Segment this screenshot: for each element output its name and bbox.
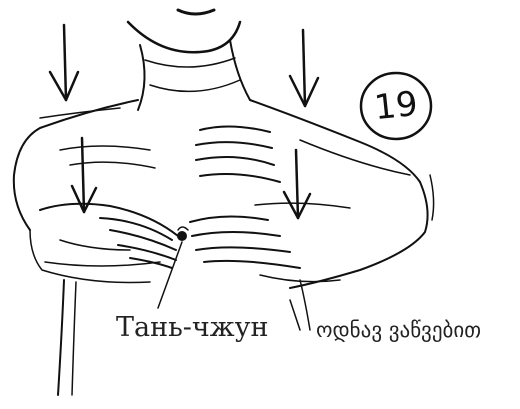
figure-number: 19 (355, 82, 437, 130)
instruction-text: ოდნავ ვაწვებით (316, 318, 481, 342)
left-hand-arrow (72, 138, 96, 212)
head-and-neck (128, 10, 250, 110)
acupoint-label: Тань-чжун (116, 312, 269, 343)
left-hand (40, 146, 178, 268)
right-arrow (290, 30, 318, 106)
acupoint-mark (177, 227, 188, 241)
right-hand-arrow (284, 150, 310, 218)
left-arrow (50, 25, 78, 100)
